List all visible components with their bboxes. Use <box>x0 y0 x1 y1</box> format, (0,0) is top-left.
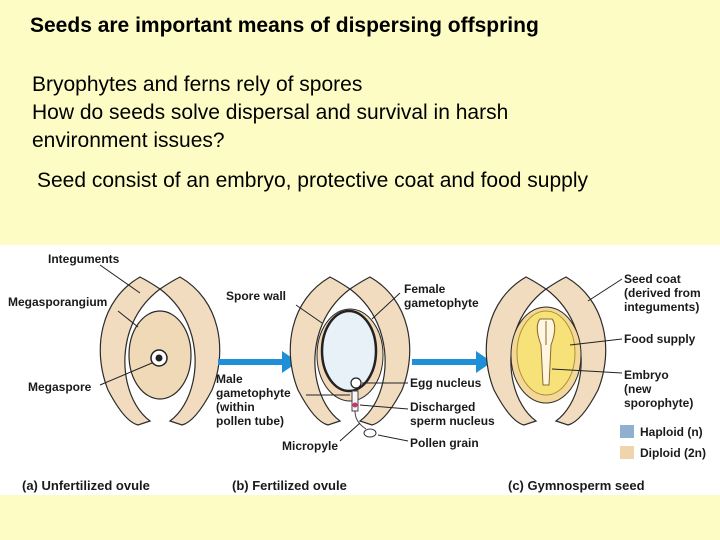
pollen-grain-shape <box>363 428 377 438</box>
integuments-shape <box>99 276 221 426</box>
label-female-gametophyte-2: gametophyte <box>404 296 479 310</box>
unfertilized-ovule <box>99 276 221 426</box>
label-seed-coat-2: (derived from <box>624 286 701 300</box>
label-pollen-grain: Pollen grain <box>410 436 479 450</box>
legend-diploid-swatch <box>620 446 634 459</box>
label-egg-nucleus: Egg nucleus <box>410 376 482 390</box>
label-seed-coat-3: integuments) <box>624 300 699 314</box>
label-embryo-1: Embryo <box>624 368 669 382</box>
legend-diploid-label: Diploid (2n) <box>640 446 706 460</box>
integuments-b <box>289 276 411 426</box>
slide-title: Seeds are important means of dispersing … <box>30 14 539 37</box>
text-line-4: Seed consist of an embryo, protective co… <box>37 169 588 192</box>
pollen-tube-shape <box>351 390 359 412</box>
legend-haploid-swatch <box>620 425 634 438</box>
ovule-seed-diagram: Integuments Megasporangium Megaspore Spo… <box>8 252 706 493</box>
arrow-2 <box>412 351 492 373</box>
egg-nucleus-shape <box>350 377 362 389</box>
female-gametophyte-shape <box>320 309 378 393</box>
label-megaspore: Megaspore <box>28 380 92 394</box>
label-food-supply: Food supply <box>624 332 696 346</box>
label-embryo-2: (new <box>624 382 652 396</box>
label-male-gametophyte-2: gametophyte <box>216 386 291 400</box>
caption-b: (b) Fertilized ovule <box>232 478 347 493</box>
text-line-3: environment issues? <box>32 129 225 152</box>
legend-haploid-label: Haploid (n) <box>640 425 703 439</box>
label-female-gametophyte-1: Female <box>404 282 446 296</box>
gymnosperm-seed <box>485 276 607 426</box>
label-micropyle: Micropyle <box>282 439 338 453</box>
sperm-nucleus-shape <box>352 402 358 408</box>
label-male-gametophyte-1: Male <box>216 372 243 386</box>
label-male-gametophyte-3: (within <box>216 400 255 414</box>
text-line-2: How do seeds solve dispersal and surviva… <box>32 101 509 124</box>
label-discharged-sperm-2: sperm nucleus <box>410 414 495 428</box>
label-spore-wall: Spore wall <box>226 289 286 303</box>
label-integuments: Integuments <box>48 252 120 266</box>
arrow-1 <box>218 351 298 373</box>
label-megasporangium: Megasporangium <box>8 295 107 309</box>
megaspore-nucleus <box>155 354 163 362</box>
pollen-tube-path <box>354 410 367 430</box>
fertilized-ovule <box>289 276 411 438</box>
label-embryo-3: sporophyte) <box>624 396 693 410</box>
label-discharged-sperm-1: Discharged <box>410 400 475 414</box>
label-male-gametophyte-4: pollen tube) <box>216 414 284 428</box>
label-seed-coat-1: Seed coat <box>624 272 681 286</box>
caption-c: (c) Gymnosperm seed <box>508 478 645 493</box>
caption-a: (a) Unfertilized ovule <box>22 478 150 493</box>
text-line-1: Bryophytes and ferns rely of spores <box>32 73 363 96</box>
embryo-shape <box>536 318 556 386</box>
